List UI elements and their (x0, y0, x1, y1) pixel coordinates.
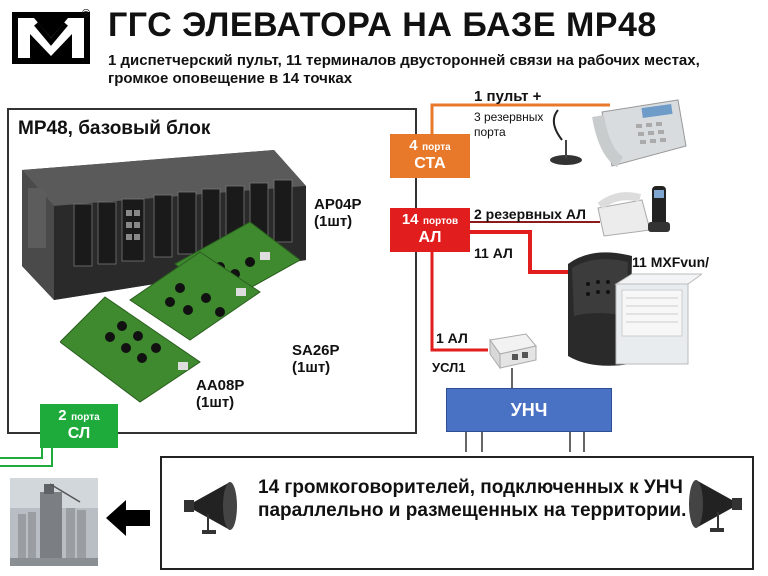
registered-mark: ® (82, 8, 91, 20)
usl-label: УСЛ1 (432, 360, 466, 375)
sta-line (430, 103, 610, 137)
page-title: ГГС ЭЛЕВАТОРА НА БАЗЕ МР48 (108, 6, 657, 44)
dispatcher-console-image (550, 99, 687, 168)
circuit-cards-image (60, 222, 301, 403)
sl-line-2 (0, 448, 53, 467)
card-aa08p (60, 296, 201, 403)
base-unit-label: МР48, базовый блок (18, 118, 211, 139)
horn-speaker-icon (184, 482, 237, 534)
al-1-label: 1 АЛ (436, 330, 468, 346)
usl1-device-image (489, 333, 537, 370)
amplifier-box: УНЧ (446, 388, 612, 432)
elevator-photo (10, 478, 98, 566)
al-port-box: 14 портов АЛ (390, 208, 470, 252)
reserve-al-label: 2 резервных АЛ (474, 206, 586, 222)
speakers-frame (160, 456, 754, 570)
horn-speaker-right-icon (689, 480, 742, 532)
al-11-label: 11 АЛ (474, 245, 513, 261)
card-sa26p (129, 251, 261, 341)
arrow-left-icon (106, 500, 150, 536)
speakers-description: 14 громкоговорителей, подключенных к УНЧ… (258, 477, 687, 521)
company-logo (12, 12, 90, 64)
page-subtitle: 1 диспетчерский пульт, 11 терминалов дву… (108, 52, 700, 87)
card-label-ap04p: AP04P (1шт) (314, 196, 362, 230)
reserve-phones-image (597, 186, 670, 237)
usl-al-line (430, 252, 488, 352)
sl-line-1 (0, 448, 43, 459)
sl-port-box: 2 порта СЛ (40, 404, 118, 448)
card-label-sa26p: SA26P (1шт) (292, 342, 340, 376)
mxf-terminals-image (568, 252, 702, 366)
card-label-aa08p: AA08P (1шт) (196, 377, 245, 411)
sta-port-box: 4 порта СТА (390, 134, 470, 178)
console-label: 1 пульт + (474, 88, 542, 105)
terminals-al-line (470, 230, 570, 274)
reserve-ports-label: 3 резервных порта (474, 110, 544, 139)
